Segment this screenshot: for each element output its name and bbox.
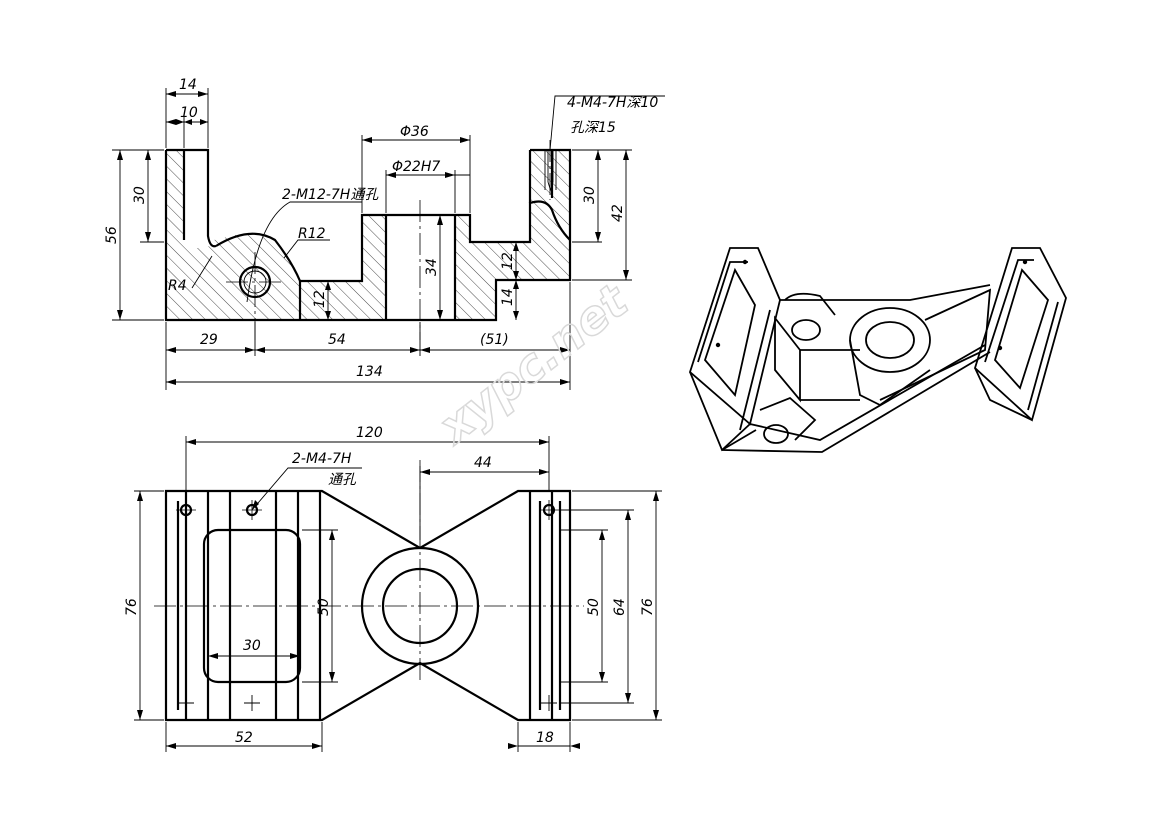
dim-18: 18 (536, 730, 554, 746)
top-view: 120 44 76 50 30 52 18 50 64 76 2-M4-7H 通… (124, 425, 662, 752)
dim-12-left: 12 (312, 290, 328, 308)
top-view-outline (164, 489, 572, 722)
dim-64: 64 (612, 598, 628, 616)
dim-14-right: 14 (500, 288, 516, 306)
dim-76-left: 76 (124, 598, 140, 616)
front-dimensions (112, 88, 665, 390)
dim-76-right: 76 (640, 598, 656, 616)
isometric-view (688, 247, 1067, 453)
dim-12-right: 12 (500, 252, 516, 270)
dim-56: 56 (104, 226, 120, 244)
note-m4-depth: 4-M4-7H深10 (567, 95, 658, 111)
dim-phi36: Φ36 (400, 124, 429, 140)
dim-42: 42 (610, 204, 626, 222)
dim-phi22h7: Φ22H7 (392, 159, 440, 175)
dim-30-left: 30 (132, 186, 148, 204)
front-arrows (117, 91, 629, 385)
top-dimensions (134, 436, 662, 752)
dim-54: 54 (328, 332, 346, 348)
dim-50-slot: 50 (316, 598, 332, 616)
dim-50-right: 50 (586, 598, 602, 616)
top-dimension-labels: 120 44 76 50 30 52 18 50 64 76 2-M4-7H 通… (124, 425, 656, 746)
note-m4-through: 2-M4-7H (292, 451, 352, 467)
dim-34: 34 (424, 258, 440, 276)
dim-14: 14 (179, 77, 197, 93)
top-arrows (137, 439, 659, 749)
dim-120: 120 (356, 425, 383, 441)
dim-44: 44 (474, 455, 492, 471)
note-m4-through-line2: 通孔 (328, 472, 357, 488)
dim-30-right: 30 (582, 186, 598, 204)
dim-29: 29 (200, 332, 218, 348)
dim-r12: R12 (298, 226, 326, 242)
dim-51-ref: (51) (480, 332, 509, 348)
dim-30-slot: 30 (243, 638, 261, 654)
dim-r4: R4 (168, 278, 187, 294)
front-view-hatch (166, 150, 570, 320)
dim-52: 52 (235, 730, 253, 746)
front-view: 14 10 56 30 Φ36 Φ22H7 34 30 42 12 14 12 … (104, 77, 665, 390)
note-m12: 2-M12-7H通孔 (282, 187, 379, 203)
dim-10: 10 (180, 105, 198, 121)
front-dimension-labels: 14 10 56 30 Φ36 Φ22H7 34 30 42 12 14 12 … (104, 77, 658, 380)
dim-134: 134 (356, 364, 383, 380)
note-m4-depth-line2: 孔深15 (570, 120, 616, 136)
